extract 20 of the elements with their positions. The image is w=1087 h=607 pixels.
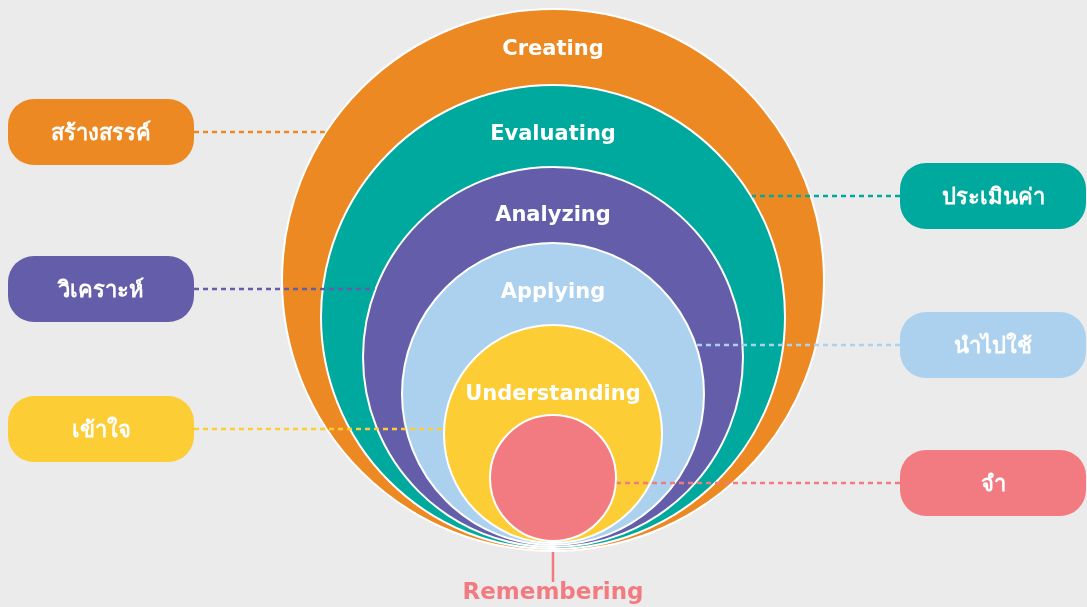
level-label: Remembering: [453, 578, 653, 604]
dashed-connector: [194, 130, 325, 134]
circle-label: Applying: [500, 279, 606, 303]
dashed-connector: [194, 427, 444, 431]
label-box: จำ: [900, 450, 1086, 516]
circle-label: Analyzing: [495, 202, 611, 226]
label-box: ประเมินค่า: [900, 163, 1086, 229]
dashed-connector: [696, 343, 900, 347]
circle-label: Creating: [502, 36, 604, 60]
dashed-connector: [194, 287, 375, 291]
connector-line: [551, 552, 555, 582]
label-box: สร้างสรรค์: [8, 99, 194, 165]
dashed-connector: [752, 194, 900, 198]
label-box: นำไปใช้: [900, 312, 1086, 378]
label-box: เข้าใจ: [8, 396, 194, 462]
circle-label: Understanding: [465, 381, 641, 405]
label-box: วิเคราะห์: [8, 256, 194, 322]
circle: [489, 414, 617, 542]
dashed-connector: [616, 481, 900, 485]
circle-label: Evaluating: [490, 121, 616, 145]
